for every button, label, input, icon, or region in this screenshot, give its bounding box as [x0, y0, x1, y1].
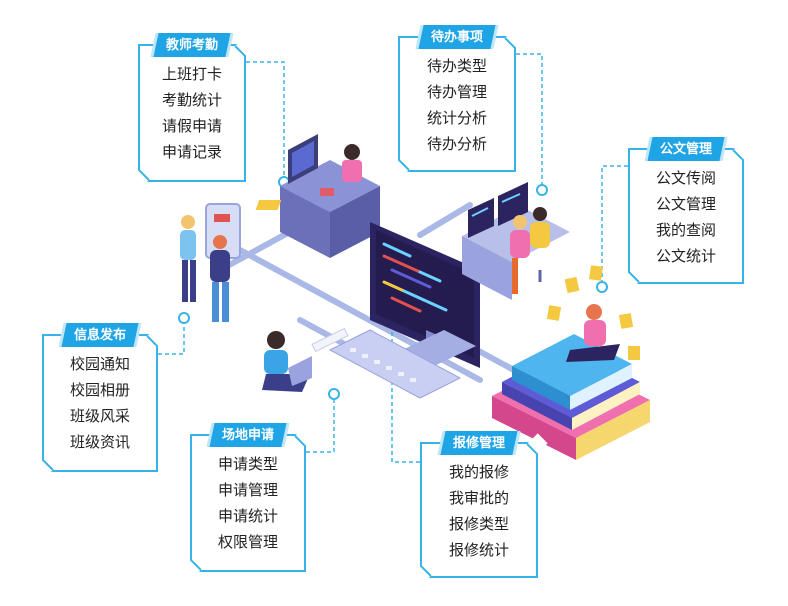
module-item[interactable]: 班级资讯 — [69, 434, 130, 451]
module-item[interactable]: 报修统计 — [448, 542, 509, 559]
module-item[interactable]: 请假申请 — [161, 118, 222, 135]
developer-desk-scene — [462, 182, 570, 300]
module-item[interactable]: 申请类型 — [217, 456, 278, 473]
module-items: 上班打卡 考勤统计 请假申请 申请记录 — [140, 62, 244, 166]
module-items: 校园通知 校园相册 班级风采 班级资讯 — [44, 352, 156, 456]
module-item[interactable]: 申请统计 — [217, 508, 278, 525]
module-items: 待办类型 待办管理 统计分析 待办分析 — [400, 54, 514, 158]
module-title: 场地申请 — [209, 423, 287, 447]
laptop-person — [262, 331, 312, 392]
module-title: 信息发布 — [61, 323, 139, 347]
book-stack-scene — [492, 265, 650, 460]
module-item[interactable]: 我审批的 — [448, 490, 509, 507]
module-card-repair: 报修管理 我的报修 我审批的 报修类型 报修统计 — [420, 431, 538, 578]
module-item[interactable]: 报修类型 — [448, 516, 509, 533]
module-item[interactable]: 我的查阅 — [655, 222, 716, 239]
module-item[interactable]: 校园通知 — [69, 356, 130, 373]
module-title: 报修管理 — [440, 431, 518, 455]
module-item[interactable]: 公文管理 — [655, 196, 716, 213]
module-items: 申请类型 申请管理 申请统计 权限管理 — [192, 452, 304, 556]
module-card-info-publish: 信息发布 校园通知 校园相册 班级风采 班级资讯 — [42, 323, 158, 472]
module-item[interactable]: 公文传阅 — [655, 170, 716, 187]
module-card-todo: 待办事项 待办类型 待办管理 统计分析 待办分析 — [398, 25, 516, 172]
module-item[interactable]: 待办管理 — [426, 84, 487, 101]
module-item[interactable]: 申请管理 — [217, 482, 278, 499]
module-item[interactable]: 申请记录 — [161, 144, 222, 161]
module-item[interactable]: 待办分析 — [426, 136, 487, 153]
module-item[interactable]: 校园相册 — [69, 382, 130, 399]
module-items: 我的报修 我审批的 报修类型 报修统计 — [422, 460, 536, 564]
module-card-documents: 公文管理 公文传阅 公文管理 我的查阅 公文统计 — [628, 137, 744, 284]
module-item[interactable]: 考勤统计 — [161, 92, 222, 109]
module-card-teacher-attendance: 教师考勤 上班打卡 考勤统计 请假申请 申请记录 — [138, 33, 246, 182]
module-item[interactable]: 公文统计 — [655, 248, 716, 265]
module-items: 公文传阅 公文管理 我的查阅 公文统计 — [630, 166, 742, 270]
module-item[interactable]: 我的报修 — [448, 464, 509, 481]
module-title: 待办事项 — [418, 25, 496, 49]
module-card-venue: 场地申请 申请类型 申请管理 申请统计 权限管理 — [190, 423, 306, 572]
module-item[interactable]: 上班打卡 — [161, 66, 222, 83]
module-item[interactable]: 权限管理 — [217, 534, 278, 551]
module-title: 公文管理 — [647, 137, 725, 161]
module-item[interactable]: 待办类型 — [426, 58, 487, 75]
teacher-desk-scene — [255, 134, 380, 258]
central-monitor — [311, 222, 480, 399]
module-title: 教师考勤 — [153, 33, 231, 57]
module-item[interactable]: 班级风采 — [69, 408, 130, 425]
module-item[interactable]: 统计分析 — [426, 110, 487, 127]
whiteboard-scene — [180, 203, 241, 322]
